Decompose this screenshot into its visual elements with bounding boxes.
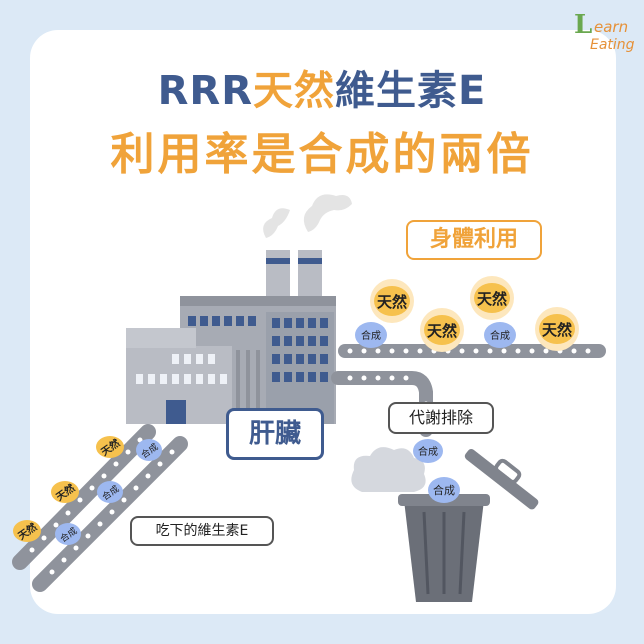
synthetic-pill-icon — [55, 322, 516, 545]
natural-pill-icon — [13, 276, 579, 542]
eaten-label: 吃下的維生素E — [130, 516, 274, 546]
title-line-2: 利用率是合成的兩倍 — [110, 129, 534, 180]
logo-letter-l: L — [574, 10, 593, 40]
excrete-label: 代謝排除 — [388, 402, 494, 434]
synthetic-pill-label: 合成 — [433, 483, 455, 497]
body-use-label: 身體利用 — [406, 220, 542, 260]
conveyor-belt — [12, 344, 606, 592]
title-vitamin-e: 維生素E — [335, 68, 487, 114]
logo-earn: earn — [594, 18, 629, 36]
excrete-text: 代謝排除 — [408, 408, 473, 427]
synthetic-pill-label: 合成 — [490, 329, 510, 342]
natural-pill-label: 天然 — [377, 293, 407, 311]
title-natural: 天然 — [253, 68, 336, 114]
synthetic-pill-label: 合成 — [361, 329, 381, 342]
eaten-text: 吃下的維生素E — [155, 523, 249, 539]
natural-pill-label: 天然 — [427, 322, 457, 340]
body-use-text: 身體利用 — [429, 227, 518, 252]
logo-eating: Eating — [590, 37, 635, 53]
factory-building — [126, 296, 336, 424]
natural-pill-label: 天然 — [542, 321, 572, 339]
trash-can-icon — [351, 447, 539, 602]
smoke-icon — [263, 194, 352, 238]
natural-pill-label: 天然 — [477, 290, 507, 308]
title-rrr: RRR — [157, 68, 254, 114]
synthetic-pill-label: 合成 — [418, 445, 438, 458]
liver-label: 肝臟 — [226, 408, 324, 460]
liver-text: 肝臟 — [248, 419, 301, 449]
title-line-1: RRR天然維生素E — [0, 58, 644, 116]
learn-eating-logo: L earn Eating — [572, 8, 640, 58]
